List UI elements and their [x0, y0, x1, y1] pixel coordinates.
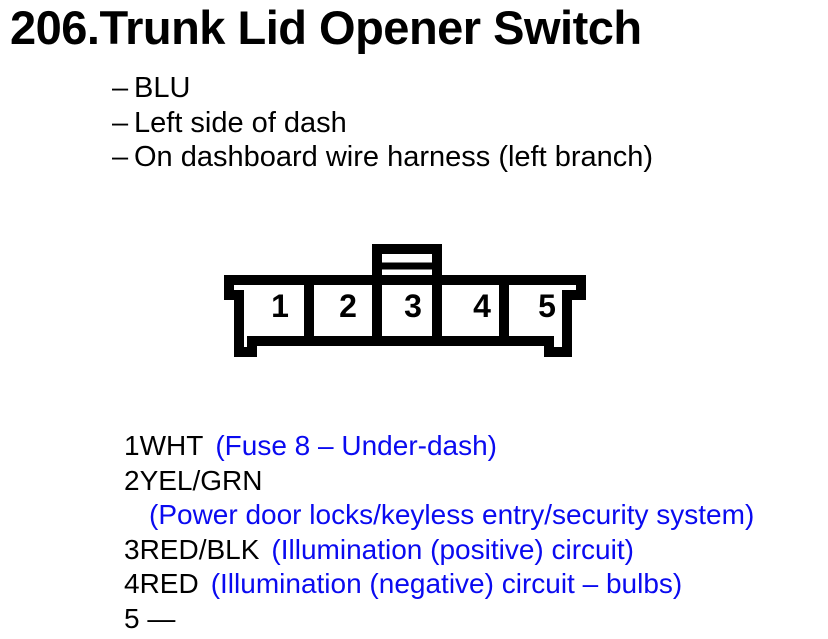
pin-number: 3	[404, 288, 422, 324]
legend-row-pin2: 2YEL/GRN	[124, 464, 754, 499]
legend-row-pin3: 3RED/BLK (Illumination (positive) circuit…	[124, 533, 754, 568]
pin-legend: 1WHT (Fuse 8 – Under-dash) 2YEL/GRN (Powe…	[124, 429, 754, 637]
legend-row-pin2-description: (Power door locks/keyless entry/security…	[124, 498, 754, 533]
detail-text: BLU	[134, 72, 191, 104]
detail-item: – BLU	[112, 71, 653, 106]
pin-description: (Fuse 8 – Under-dash)	[215, 430, 498, 461]
detail-item: – On dashboard wire harness (left branch…	[112, 140, 653, 175]
legend-row-pin5: 5 —	[124, 602, 754, 637]
bullet-dash: –	[112, 141, 129, 173]
pin-label: 3RED/BLK	[124, 533, 260, 565]
detail-text: On dashboard wire harness (left branch)	[134, 141, 654, 173]
pin-label: 4RED	[124, 568, 199, 600]
pin-number: 4	[473, 288, 491, 324]
pin-description: (Power door locks/keyless entry/security…	[149, 499, 755, 531]
pin-number: 1	[271, 288, 289, 324]
pin-label: 1WHT	[124, 430, 204, 461]
connector-details-list: – BLU – Left side of dash – On dashboard…	[112, 71, 653, 175]
pin-description: (Illumination (positive) circuit)	[271, 533, 634, 565]
bullet-dash: –	[112, 106, 129, 139]
legend-row-pin4: 4RED (Illumination (negative) circuit – b…	[124, 567, 754, 602]
pin-number: 2	[339, 288, 357, 324]
pin-description: (Illumination (negative) circuit – bulbs…	[210, 568, 683, 600]
page-title: 206.Trunk Lid Opener Switch	[10, 1, 642, 54]
detail-item: – Left side of dash	[112, 106, 653, 141]
bullet-dash: –	[112, 72, 129, 104]
detail-text: Left side of dash	[134, 106, 347, 139]
pin-label: 5 —	[124, 602, 176, 634]
pin-number: 5	[538, 288, 556, 324]
connector-diagram: 1 2 3 4 5	[224, 244, 586, 357]
legend-row-pin1: 1WHT (Fuse 8 – Under-dash)	[124, 429, 754, 464]
connector-outline	[224, 275, 586, 357]
pin-label: 2YEL/GRN	[124, 464, 263, 496]
